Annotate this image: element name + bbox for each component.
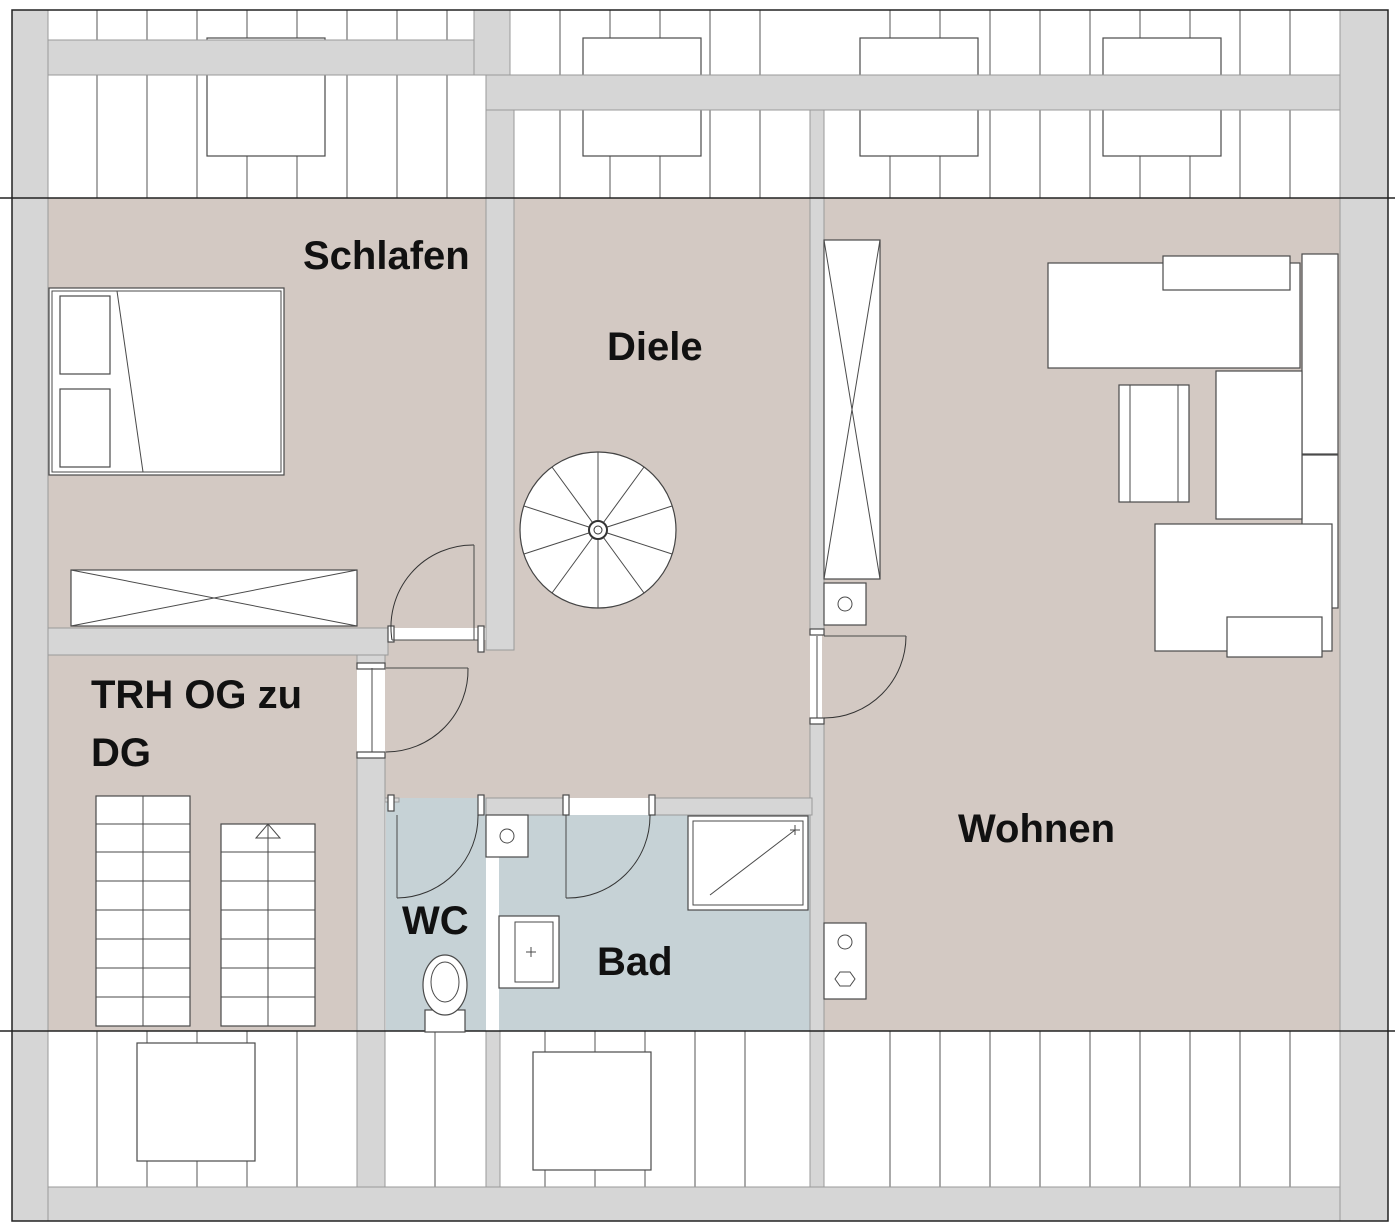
wardrobe-diele [823, 239, 881, 580]
shaft [485, 814, 529, 858]
sofa [1154, 253, 1339, 658]
desk [1047, 255, 1301, 369]
armchair [1118, 384, 1190, 503]
toilet [422, 954, 468, 1033]
walls [11, 9, 1389, 1222]
room-label-wohnen: Wohnen [958, 807, 1115, 851]
room-label-trh-line1: TRH OG zu [91, 673, 302, 717]
washbasin [498, 915, 560, 989]
doors [356, 544, 907, 899]
chimney-wohnen [823, 922, 867, 1000]
room-label-wc: WC [402, 899, 469, 943]
wardrobe-schlafen [70, 569, 358, 627]
chimney [823, 582, 867, 626]
room-label-trh-line2: DG [91, 731, 151, 775]
floor-diele-hall [385, 640, 810, 798]
room-label-bad: Bad [597, 940, 673, 984]
bed [48, 287, 285, 476]
room-label-diele: Diele [607, 325, 703, 369]
shower [687, 815, 809, 911]
spiral-staircase [519, 451, 677, 609]
roof-window [136, 1042, 256, 1162]
stairs-trh [95, 795, 316, 1027]
room-label-schlafen: Schlafen [303, 234, 470, 278]
roof-window [532, 1051, 652, 1171]
